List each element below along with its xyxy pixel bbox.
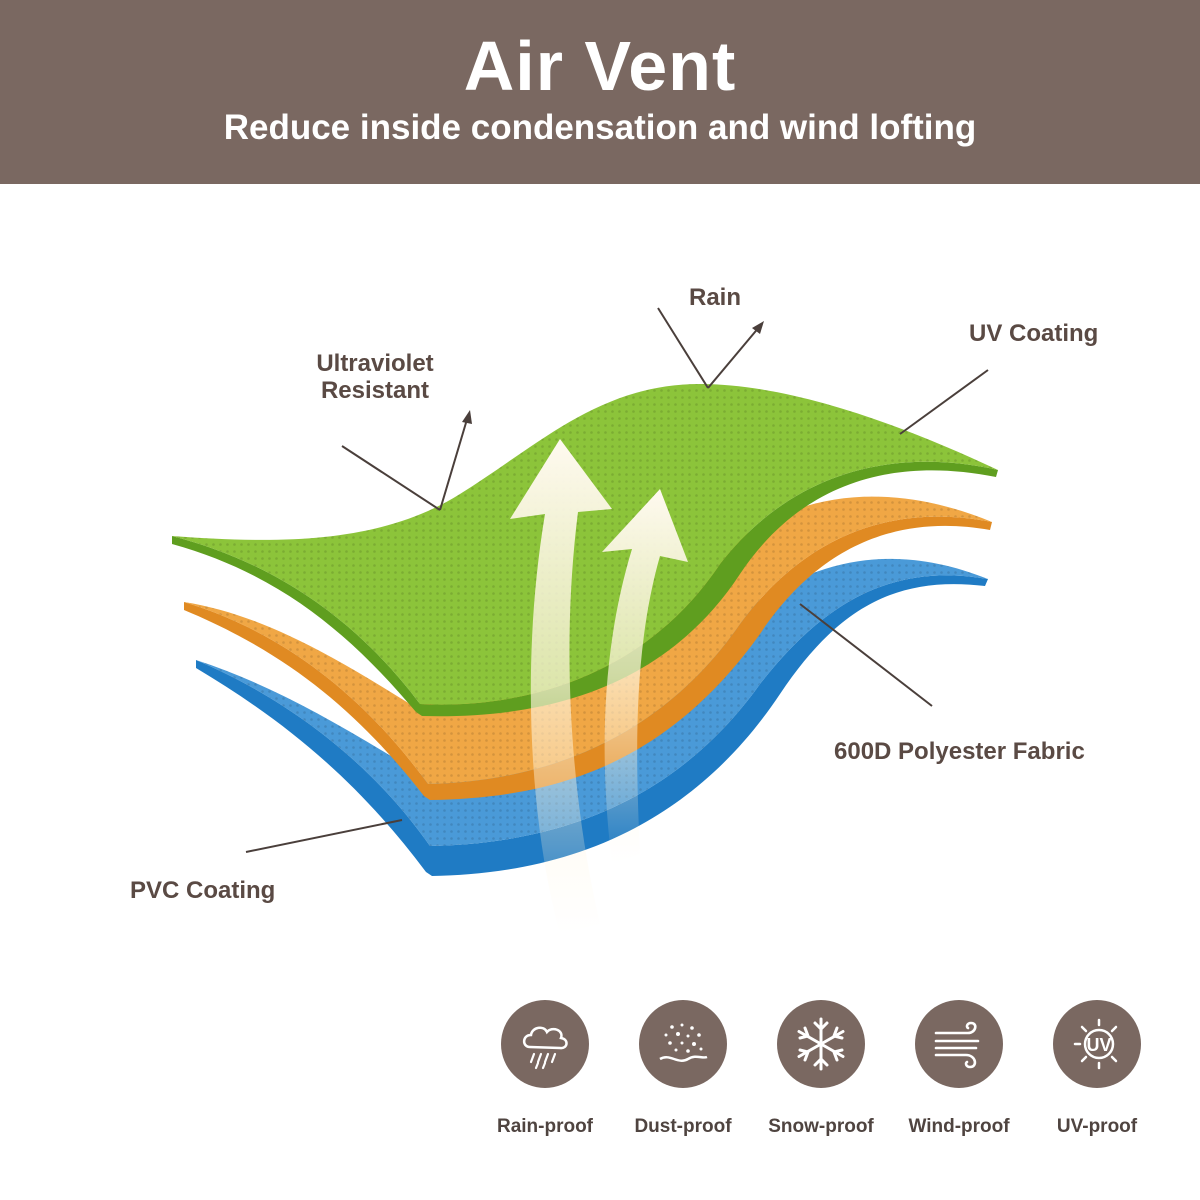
page-title: Air Vent (463, 27, 737, 105)
feature-label: Rain-proof (496, 1116, 594, 1137)
feature-icons-row: Rain-proof Dust-proof (470, 1000, 1170, 1160)
label-ultraviolet-resistant: Ultraviolet Resistant (300, 350, 450, 404)
svg-text:UV: UV (1086, 1035, 1111, 1055)
leader-lines (245, 307, 989, 853)
feature-label: Dust-proof (634, 1116, 732, 1137)
orange-polyester-layer (184, 496, 992, 800)
uv-sun-icon: UV (1053, 1000, 1141, 1088)
green-uv-layer (172, 384, 998, 717)
fabric-layers-illustration (172, 307, 998, 934)
blue-pvc-layer (196, 558, 988, 876)
label-ultraviolet-line1: Ultraviolet (316, 350, 434, 377)
feature-label: UV-proof (1056, 1116, 1138, 1137)
wind-icon (915, 1000, 1003, 1088)
feature-dust-proof: Dust-proof (608, 1000, 758, 1138)
label-rain: Rain (689, 284, 742, 311)
page-subtitle: Reduce inside condensation and wind loft… (223, 108, 977, 147)
dust-icon (639, 1000, 727, 1088)
label-ultraviolet-line2: Resistant (320, 377, 430, 404)
label-uv-coating: UV Coating (969, 320, 1099, 347)
label-pvc-coating: PVC Coating (130, 877, 276, 904)
label-polyester-fabric: 600D Polyester Fabric (834, 738, 1085, 765)
feature-uv-proof: UV UV-proof (1022, 1000, 1172, 1138)
feature-snow-proof: Snow-proof (746, 1000, 896, 1138)
feature-label: Wind-proof (908, 1116, 1010, 1137)
air-flow-arrows-icon (510, 439, 688, 934)
snowflake-icon (777, 1000, 865, 1088)
feature-label: Snow-proof (768, 1116, 874, 1137)
feature-wind-proof: Wind-proof (884, 1000, 1034, 1138)
rain-cloud-icon (501, 1000, 589, 1088)
feature-rain-proof: Rain-proof (470, 1000, 620, 1138)
header-banner: Air Vent Reduce inside condensation and … (0, 0, 1200, 184)
